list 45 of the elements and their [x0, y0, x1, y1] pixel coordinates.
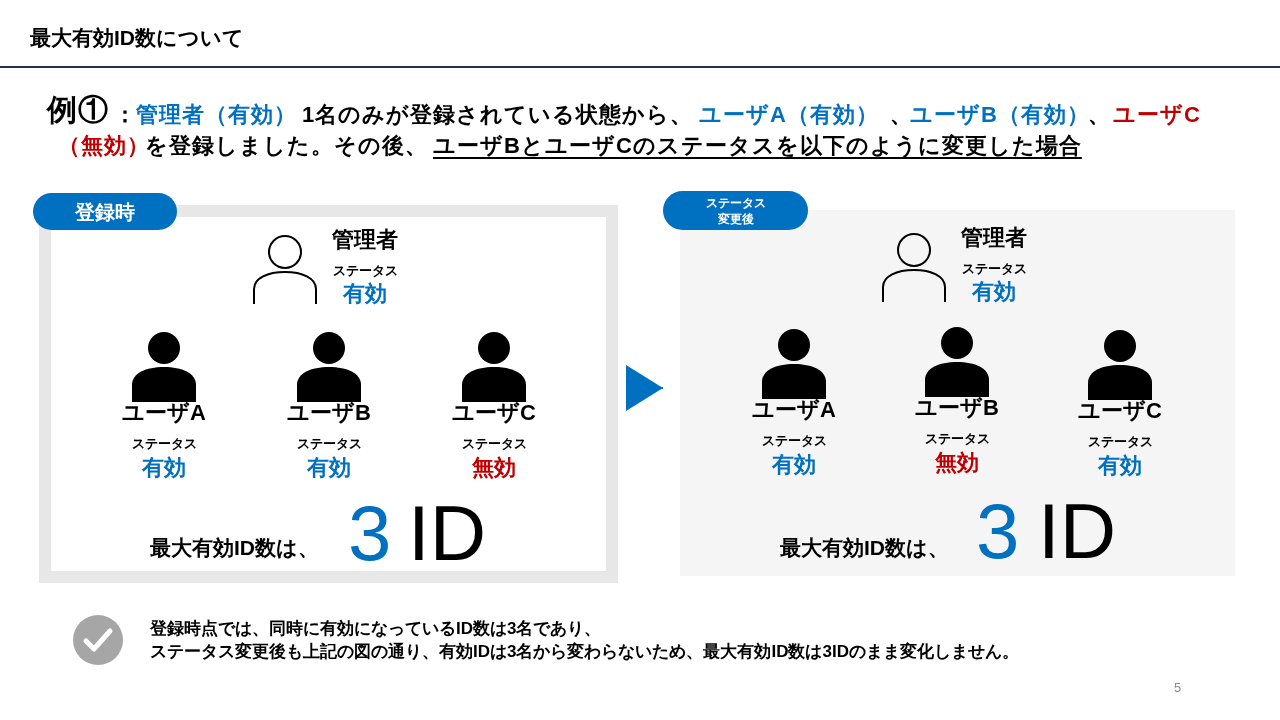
highlighted-text: 管理者（有効）: [136, 104, 297, 126]
highlighted-text: ユーザA（有効）: [699, 104, 879, 126]
status-value: 有効: [307, 457, 351, 479]
count-unit: ID: [1038, 492, 1116, 570]
page-title: 最大有効ID数について: [30, 26, 244, 48]
status-caption: ステータス: [1087, 434, 1153, 448]
note-text: 登録時点では、同時に有効になっているID数は3名であり、: [150, 619, 602, 637]
status-value: 無効: [935, 452, 979, 474]
status-caption: ステータス: [761, 433, 827, 447]
role-name: ユーザB: [915, 397, 999, 419]
summary-text: 最大有効ID数は、: [150, 536, 319, 558]
highlighted-text: ユーザC: [1113, 104, 1201, 126]
status-caption: ステータス: [296, 436, 362, 450]
status-caption: ステータス: [961, 261, 1027, 275]
intro-text: 1名のみが登録されている状態から、: [302, 104, 694, 126]
note-text: ステータス変更後も上記の図の通り、有効IDは3名から変わらないため、最大有効ID数は3IDのまま変化しません。: [150, 642, 1019, 660]
status-caption: ステータス: [332, 263, 398, 277]
count-value: 3: [976, 492, 1020, 570]
role-name: ユーザB: [287, 402, 371, 424]
status-caption: ステータス: [461, 436, 527, 450]
section-badge: ステータス変更後: [663, 191, 808, 230]
intro-text: 、: [1088, 104, 1111, 126]
role-name: ユーザA: [122, 402, 206, 424]
count-value: 3: [348, 494, 392, 572]
status-value: 有効: [772, 454, 816, 476]
role-name: 管理者: [332, 229, 398, 251]
role-name: ユーザC: [452, 402, 536, 424]
status-value: 有効: [142, 457, 186, 479]
status-value: 有効: [343, 283, 387, 305]
status-value: 有効: [1098, 455, 1142, 477]
underlined-text: ユーザBとユーザCのステータスを以下のように変更した場合: [433, 135, 1082, 157]
section-badge: 登録時: [33, 193, 177, 230]
count-unit: ID: [408, 494, 486, 572]
role-name: 管理者: [961, 227, 1027, 249]
status-value: 無効: [472, 457, 516, 479]
arrow: [625, 365, 664, 411]
role-name: ユーザC: [1078, 400, 1162, 422]
summary-text: 最大有効ID数は、: [780, 536, 949, 558]
example-number: 例①: [47, 95, 109, 125]
intro-text: ：: [114, 104, 137, 126]
status-caption: ステータス: [131, 436, 197, 450]
status-caption: ステータス: [924, 431, 990, 445]
page-number: 5: [1174, 680, 1182, 694]
role-name: ユーザA: [752, 399, 836, 421]
status-value: 有効: [972, 281, 1016, 303]
